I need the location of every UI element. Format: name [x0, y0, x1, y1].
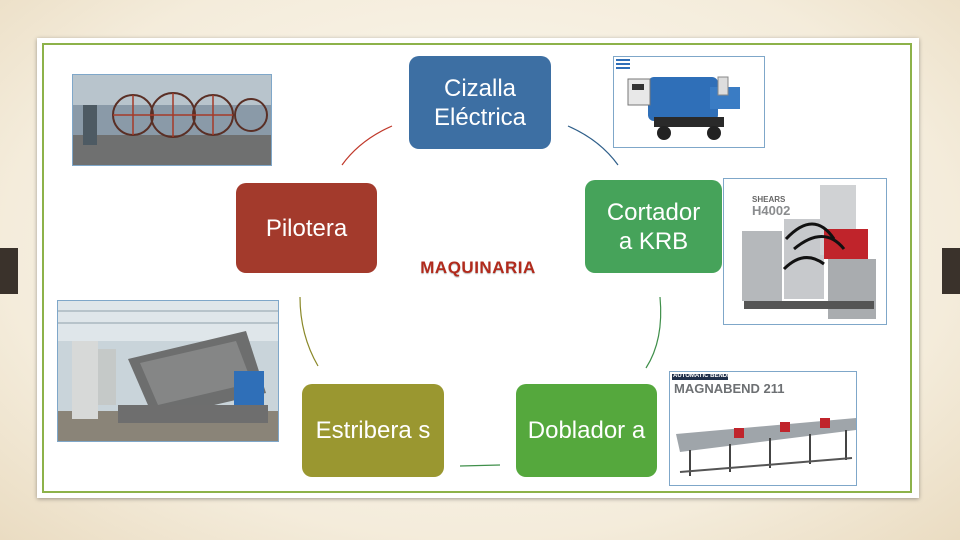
arc-cizalla-cortador [567, 125, 619, 166]
doblador-model: MAGNABEND 211 [674, 381, 785, 396]
photo-cizalla-machine [613, 56, 765, 148]
node-cortador: Cortador a KRB [585, 180, 722, 273]
photo-cortador-machine: SHEARS H4002 [723, 178, 887, 325]
node-estribera-label: Estribera s [315, 417, 431, 444]
node-doblador-label: Doblador a [527, 417, 646, 444]
node-pilotera: Pilotera [236, 183, 377, 273]
photo-doblador-machine: AUTOMATIC BENDERS MAGNABEND 211 [669, 371, 857, 486]
arc-cortador-doblador [645, 296, 662, 369]
node-cizalla-label: Cizalla Eléctrica [433, 74, 527, 131]
cortador-brand: SHEARS [752, 195, 786, 204]
right-edge-tab [942, 248, 960, 294]
node-estribera: Estribera s [302, 384, 444, 477]
arc-cizalla-pilotera [341, 125, 393, 166]
cortador-model: H4002 [752, 203, 791, 218]
slide-frame [42, 43, 912, 493]
photo-estribera-machine [57, 300, 279, 442]
node-doblador: Doblador a [516, 384, 657, 477]
node-cortador-label: Cortador a KRB [606, 198, 701, 255]
arc-doblador-estribera [459, 464, 501, 467]
photo-pilotera-machine [72, 74, 272, 166]
node-pilotera-label: Pilotera [265, 214, 348, 242]
left-edge-tab [0, 248, 18, 294]
node-cizalla-electrica: Cizalla Eléctrica [409, 56, 551, 149]
arc-estribera-pilotera [299, 296, 319, 367]
doblador-brand: AUTOMATIC BENDERS [673, 373, 740, 379]
center-title: MAQUINARIA [420, 258, 536, 277]
